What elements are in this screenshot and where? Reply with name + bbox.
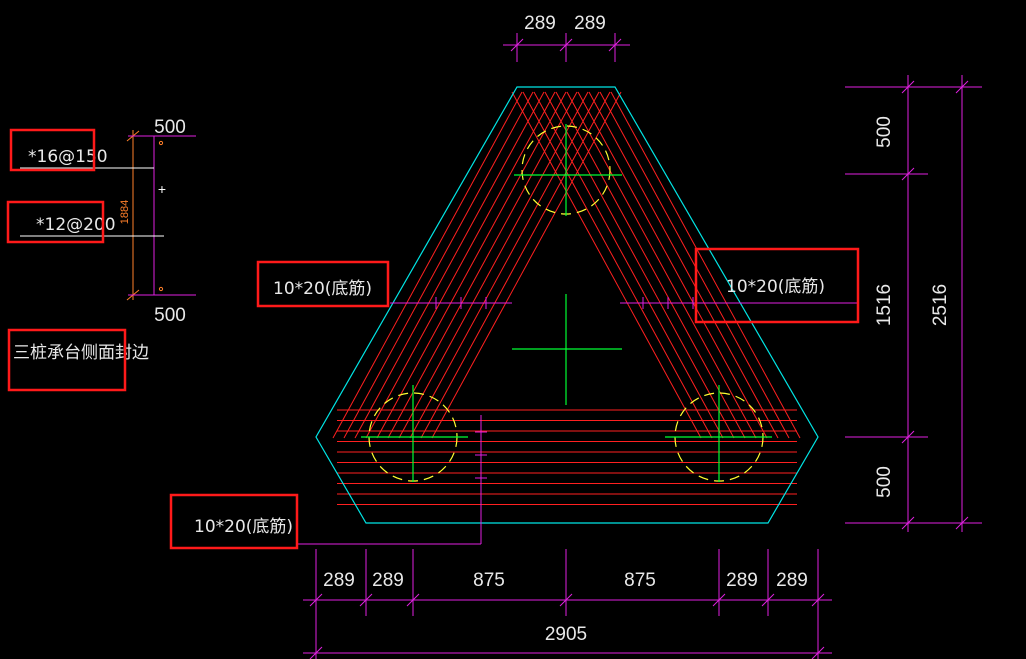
rebar-bar	[365, 91, 556, 439]
bottom-bar-right-label: 10*20(底筋)	[726, 277, 825, 297]
rebar-bar	[376, 91, 567, 439]
rebar-bar	[577, 91, 768, 439]
section-top-value: 500	[154, 117, 186, 138]
dim-right-tick-2	[901, 167, 915, 181]
highlight-boxes	[6, 128, 860, 550]
dim-right-mid-text: 1516	[874, 284, 895, 326]
dim-bottom-3-text: 875	[473, 570, 505, 591]
dim-top-tick-1	[510, 38, 524, 52]
highlight-box-title	[7, 328, 127, 392]
rebar-bar	[566, 91, 757, 439]
rebar-bar	[332, 91, 523, 439]
highlight-box-left-bar	[256, 260, 390, 308]
dim-bottom-tick-7	[811, 593, 825, 607]
dim-bottom-tick-1	[309, 593, 323, 607]
dim-top-left-text: 289	[524, 13, 556, 34]
dim-right-total-text: 2516	[930, 284, 951, 326]
rebar-bar	[522, 91, 713, 439]
dim-top-tick-2	[559, 38, 573, 52]
rebar-bar	[343, 91, 534, 439]
bottom-bar-lower-label: 10*20(底筋)	[194, 517, 293, 537]
dim-right-tick-4	[901, 516, 915, 530]
section-point	[158, 286, 164, 292]
section-point	[158, 140, 164, 146]
rebar-side-label: *12@200	[36, 215, 116, 235]
rebar-bar	[588, 91, 779, 439]
bottom-bar-left-label: 10*20(底筋)	[273, 279, 372, 299]
dim-bottom-tick-2	[359, 593, 373, 607]
rebar-bar	[610, 91, 801, 439]
highlight-box-rebar-side	[6, 200, 105, 244]
rebar-bar	[420, 91, 611, 439]
rebar-bar	[409, 91, 600, 439]
leader-bar-marks	[435, 297, 694, 479]
dim-bottom-total-text: 2905	[545, 624, 587, 645]
section-plus-mark: +	[158, 181, 166, 197]
rebar-bar	[544, 91, 735, 439]
dim-right-bottom-text: 500	[874, 466, 895, 498]
side-section: + 500 500 1884	[20, 117, 196, 326]
dim-top-tick-3	[608, 38, 622, 52]
dim-bottom-1-text: 289	[323, 570, 355, 591]
pile-cap-outline	[315, 86, 819, 524]
rebar-lines	[332, 91, 801, 505]
highlight-box-rebar-top	[9, 128, 96, 172]
section-height-value: 1884	[119, 200, 131, 224]
dim-right-total-tick-1	[955, 80, 969, 94]
dim-bottom-4-text: 875	[624, 570, 656, 591]
dim-bottom-5-text: 289	[726, 570, 758, 591]
rebar-bar	[354, 91, 545, 439]
dimension-lines	[298, 33, 982, 659]
rebar-bar	[387, 91, 578, 439]
dim-bottom-6-text: 289	[776, 570, 808, 591]
highlight-box-lower-bar	[169, 493, 299, 550]
center-marks	[361, 124, 772, 482]
section-outline	[128, 135, 196, 296]
dim-bottom-tick-5	[712, 593, 726, 607]
dim-bottom-tick-3	[406, 593, 420, 607]
dim-bottom-total-tick-2	[811, 646, 825, 659]
dim-bottom-tick-6	[761, 593, 775, 607]
dim-right-tick-3	[901, 430, 915, 444]
rebar-bar	[431, 91, 622, 439]
dim-top-right-text: 289	[574, 13, 606, 34]
rebar-bar	[511, 91, 702, 439]
dim-bottom-total-tick-1	[309, 646, 323, 659]
rebar-bar	[599, 91, 790, 439]
highlight-box-right-bar	[694, 247, 860, 324]
section-bottom-value: 500	[154, 305, 186, 326]
dim-bottom-tick-4	[559, 593, 573, 607]
dim-right-top-text: 500	[874, 116, 895, 148]
rebar-top-label: *16@150	[28, 147, 108, 167]
dim-bottom-2-text: 289	[372, 570, 404, 591]
rebar-bar	[555, 91, 746, 439]
dim-right-total-tick-2	[955, 516, 969, 530]
dim-right-tick-1	[901, 80, 915, 94]
section-title-label: 三桩承台侧面封边	[13, 343, 149, 363]
rebar-bar	[398, 91, 589, 439]
